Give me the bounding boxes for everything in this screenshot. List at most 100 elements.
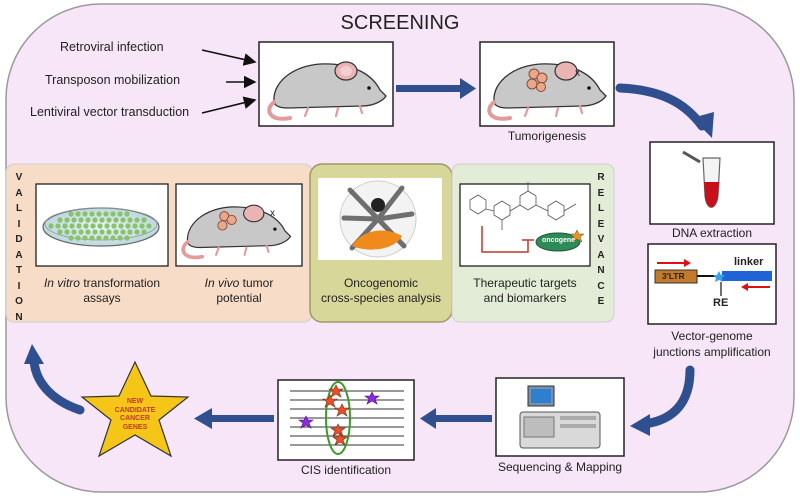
input-label-2: Transposon mobilization — [45, 73, 181, 87]
inhibition-icon — [481, 226, 585, 253]
curved-arrow-to-sequencing — [630, 365, 695, 436]
star-line-3: CANCER — [120, 415, 150, 422]
colony-dot — [118, 223, 124, 229]
oncogenomic-line2: cross-species analysis — [320, 291, 442, 305]
sequencer-icon — [519, 385, 601, 449]
relevance-letter: E — [597, 296, 605, 307]
therapeutic-label: Therapeutic targets and biomarkers — [452, 276, 598, 306]
colony-dot — [83, 223, 89, 229]
mouse-invivo-icon — [181, 204, 292, 260]
colony-dot — [103, 211, 109, 217]
colony-dot — [127, 229, 133, 235]
invivo-rest: tumor — [239, 276, 274, 290]
cis-label: CIS identification — [300, 463, 392, 477]
input-label-1: Retroviral infection — [60, 40, 164, 54]
colony-dot — [68, 211, 74, 217]
colony-dot — [78, 217, 84, 223]
colony-dot — [89, 235, 95, 241]
colony-dot — [92, 229, 98, 235]
star-line-4: GENES — [122, 423, 148, 431]
colony-dot — [75, 211, 81, 217]
colony-dot — [57, 229, 63, 235]
colony-dot — [146, 223, 152, 229]
colony-dot — [97, 223, 103, 229]
validation-letter: A — [15, 249, 23, 261]
junction-caption-2: junctions amplification — [653, 345, 771, 359]
colony-dot — [85, 229, 91, 235]
colony-dot — [99, 229, 105, 235]
validation-letter: V — [15, 172, 23, 183]
colony-dot — [64, 217, 70, 223]
colony-dot — [85, 217, 91, 223]
colony-dot — [89, 211, 95, 217]
input-label-3: Lentiviral vector transduction — [30, 105, 190, 119]
cross-species-icon — [339, 180, 417, 258]
curved-arrow-to-validation — [24, 344, 85, 415]
colony-dot — [141, 229, 147, 235]
junction-box — [647, 243, 777, 325]
curved-arrow-to-dna — [615, 83, 714, 138]
cis-chart — [290, 381, 404, 455]
invivo-line2: potential — [216, 291, 262, 305]
validation-letter: I — [17, 218, 21, 230]
therapeutic-line1: Therapeutic targets — [473, 276, 577, 290]
colony-dot — [111, 223, 117, 229]
invitro-italic: In vitro — [43, 276, 80, 290]
sequencing-label: Sequencing & Mapping — [497, 460, 623, 474]
colony-dot — [120, 217, 126, 223]
validation-letter: N — [15, 311, 23, 323]
validation-letter: D — [15, 234, 23, 245]
invitro-label: In vitro transformation assays — [20, 276, 184, 306]
relevance-letter: E — [597, 187, 605, 199]
colony-dot — [113, 229, 119, 235]
star-line-1: NEW — [126, 398, 144, 405]
colony-dot — [113, 217, 119, 223]
dna-label: DNA extraction — [671, 226, 753, 240]
colony-dot — [76, 223, 82, 229]
colony-dot — [64, 229, 70, 235]
tumor-mark-2: x — [270, 208, 275, 219]
colony-dot — [82, 211, 88, 217]
oncogenomic-line1: Oncogenomic — [343, 276, 419, 290]
arrow-to-star — [194, 408, 274, 429]
colony-dot — [71, 217, 77, 223]
mouse-tumor-icon — [487, 61, 607, 121]
invitro-line2: assays — [83, 291, 121, 305]
re-label: RE — [713, 297, 729, 309]
colony-dot — [110, 235, 116, 241]
colony-dot — [90, 223, 96, 229]
mouse-icon-1 — [267, 61, 387, 121]
colony-dot — [71, 229, 77, 235]
colony-dot — [124, 211, 130, 217]
petri-dish-icon — [42, 207, 160, 247]
colony-dot — [99, 217, 105, 223]
validation-letter: A — [15, 187, 23, 199]
relevance-letter: V — [597, 234, 605, 245]
relevance-letter: A — [597, 249, 605, 261]
colony-dot — [106, 229, 112, 235]
input-arrow-3 — [201, 96, 257, 114]
molecule-icon — [469, 182, 577, 230]
colony-dot — [92, 217, 98, 223]
therapeutic-line2: and biomarkers — [483, 291, 567, 305]
validation-letter: O — [15, 296, 23, 307]
colony-dot — [82, 235, 88, 241]
screening-title: SCREENING — [340, 12, 460, 34]
colony-dot — [78, 229, 84, 235]
colony-dot — [120, 229, 126, 235]
colony-dot — [69, 223, 75, 229]
colony-dot — [106, 217, 112, 223]
relevance-letter: L — [597, 203, 605, 214]
colony-dot — [132, 223, 138, 229]
tumor-mark-1: x — [575, 68, 580, 79]
star-line-2: CANDIDATE — [114, 406, 156, 414]
colony-dot — [125, 223, 131, 229]
colony-dot — [96, 211, 102, 217]
junction-caption-1: Vector-genome — [671, 329, 753, 343]
invivo-label: In vivo tumor potential — [176, 276, 302, 306]
relevance-letter: C — [597, 280, 605, 292]
junction-schematic — [654, 259, 772, 296]
colony-dot — [104, 223, 110, 229]
